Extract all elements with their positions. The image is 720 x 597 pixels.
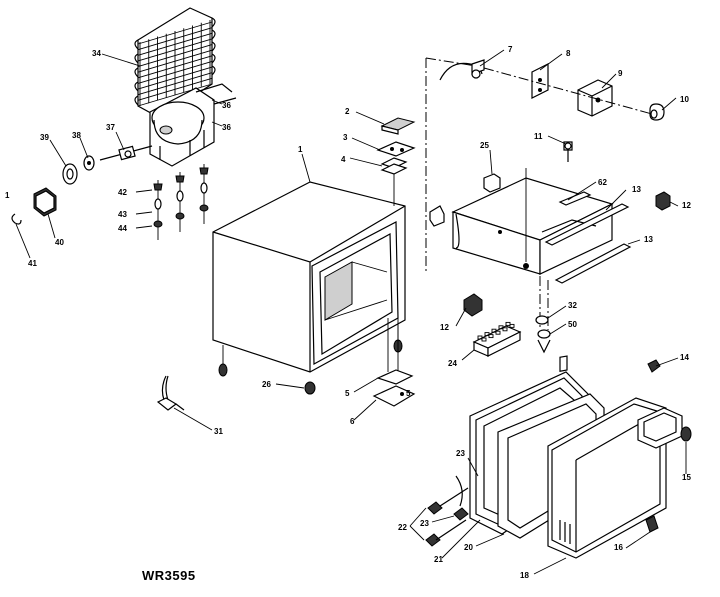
callout-43: 43 [118, 210, 127, 219]
callout-34: 34 [92, 49, 101, 58]
callout-36a: 36 [222, 101, 231, 110]
ice-cube-tray [472, 321, 522, 357]
callout-7: 7 [508, 45, 513, 54]
callout-16: 16 [614, 543, 623, 552]
callout-44: 44 [118, 224, 127, 233]
clip-left-wall [429, 205, 445, 227]
callout-50: 50 [568, 320, 577, 329]
callout-62: 62 [598, 178, 607, 187]
callout-24: 24 [448, 359, 457, 368]
callout-4: 4 [341, 155, 346, 164]
overload-protector [99, 145, 153, 161]
callout-38: 38 [72, 131, 81, 140]
callout-2: 2 [345, 107, 350, 116]
callout-13b: 13 [644, 235, 653, 244]
callout-14: 14 [680, 353, 689, 362]
callout-20: 20 [464, 543, 473, 552]
callout-15: 15 [682, 473, 691, 482]
callout-11: 11 [534, 132, 543, 141]
terminal-cover [33, 187, 57, 217]
upper-hinge [376, 117, 416, 206]
lower-hinge [372, 312, 416, 407]
clip-25 [483, 173, 501, 193]
leader-lines [15, 49, 687, 575]
callout-10: 10 [680, 95, 689, 104]
screw-11 [563, 141, 573, 162]
door-stop [645, 515, 659, 533]
callout-3: 3 [343, 133, 348, 142]
thermostat-group [425, 57, 665, 272]
model-code: WR3595 [142, 568, 196, 583]
callout-18: 18 [520, 571, 529, 580]
power-cord [156, 375, 185, 411]
condenser-coil [134, 7, 216, 119]
freezer-clip-right [655, 191, 671, 211]
callout-5b: 5 [406, 389, 411, 398]
callout-32: 32 [568, 301, 577, 310]
callout-39: 39 [40, 133, 49, 142]
door-handle [637, 407, 692, 449]
grommet-stack [153, 164, 209, 240]
callout-26: 26 [262, 380, 271, 389]
callout-42: 42 [118, 188, 127, 197]
callout-1b: 1 [5, 191, 10, 200]
cabinet [212, 181, 406, 395]
callout-40: 40 [55, 238, 64, 247]
callout-labels: 1 1 2 3 4 5 5 6 7 8 9 10 11 12 12 13 13 … [5, 45, 691, 583]
callout-9: 9 [618, 69, 623, 78]
door-screws [425, 475, 469, 547]
callout-23a: 23 [456, 449, 465, 458]
clip-41 [11, 213, 22, 225]
screw-14 [647, 359, 661, 373]
door-liner [547, 355, 667, 559]
callout-36b: 36 [222, 123, 231, 132]
callout-22: 22 [398, 523, 407, 532]
relay [62, 163, 78, 185]
callout-41: 41 [28, 259, 37, 268]
callout-5: 5 [345, 389, 350, 398]
clip-38 [83, 155, 95, 171]
callout-37: 37 [106, 123, 115, 132]
callout-23b: 23 [420, 519, 429, 528]
callout-6: 6 [350, 417, 355, 426]
spacer-32 [535, 315, 551, 354]
callout-1: 1 [298, 145, 303, 154]
compressor [149, 83, 237, 167]
freezer-compartment [451, 168, 632, 330]
callout-31: 31 [214, 427, 223, 436]
callout-21: 21 [434, 555, 443, 564]
freezer-clip-left [463, 293, 483, 317]
callout-13a: 13 [632, 185, 641, 194]
callout-25: 25 [480, 141, 489, 150]
callout-12b: 12 [440, 323, 449, 332]
callout-12a: 12 [682, 201, 691, 210]
callout-8: 8 [566, 49, 571, 58]
